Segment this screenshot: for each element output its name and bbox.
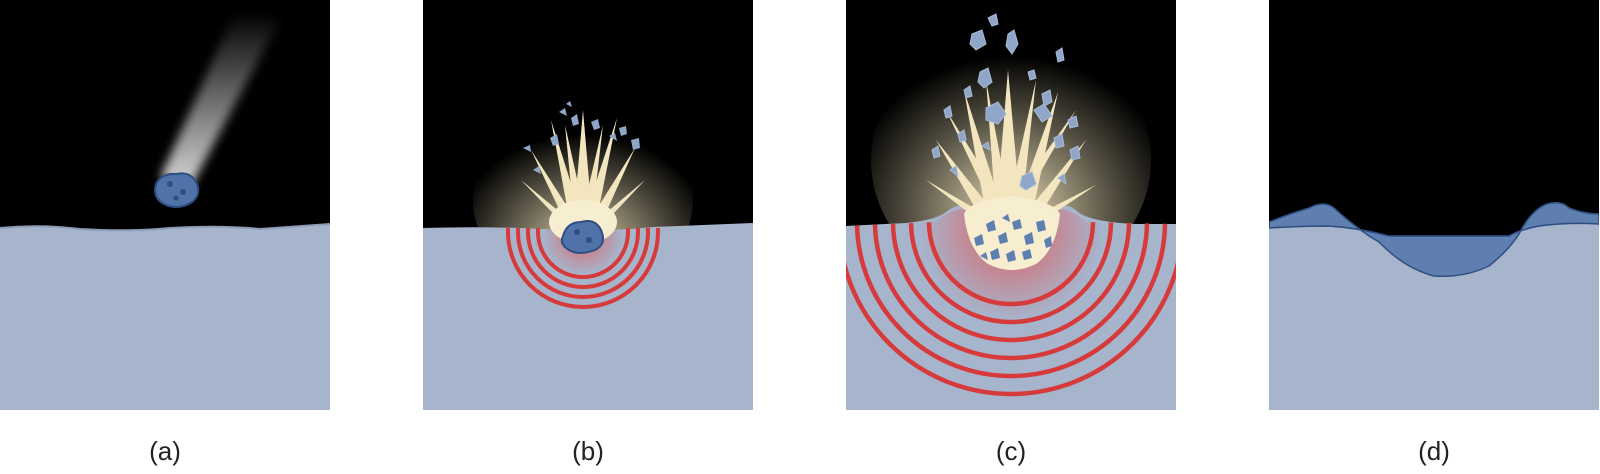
debris: [523, 101, 640, 174]
crater-cavity: [964, 196, 1060, 270]
caption-c: (c): [995, 436, 1027, 466]
ejecta-debris: [931, 13, 1081, 191]
panel-explosion: [846, 0, 1176, 410]
shock-waves: [506, 228, 660, 309]
ground: [0, 224, 330, 410]
caption-b: (b): [572, 436, 604, 466]
panel-approach: [0, 0, 330, 410]
panel-crater: [1269, 0, 1599, 410]
ground: [423, 223, 753, 410]
crater-fragments: [974, 214, 1052, 262]
caption-a: (a): [149, 436, 181, 466]
ground: [1269, 202, 1599, 410]
caption-d: (d): [1418, 436, 1450, 466]
meteorite: [560, 220, 604, 254]
meteorite: [154, 172, 200, 208]
meteor-trail: [160, 12, 280, 188]
flash-rays: [926, 70, 1096, 220]
ground-surface-line: [0, 223, 330, 232]
original-surface-line: [1269, 222, 1599, 237]
panel-impact: [423, 0, 753, 410]
